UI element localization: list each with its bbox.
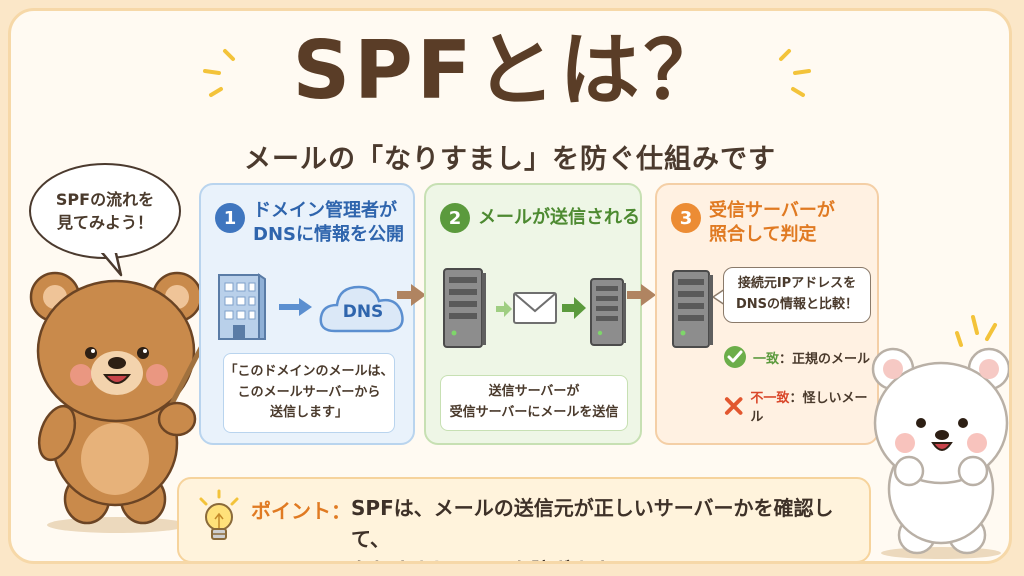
point-label: ポイント： xyxy=(251,499,351,523)
page-title: SPFとは？ xyxy=(292,24,728,117)
arrow-right-icon xyxy=(279,298,312,316)
envelope-icon xyxy=(513,292,557,324)
point-line-2: なりすましメールを防ぎます！ xyxy=(351,555,869,561)
step-1-title-line-1: ドメイン管理者が xyxy=(253,200,397,221)
point-line-1: SPFは、メールの送信元が正しいサーバーかを確認して、 xyxy=(351,496,834,551)
sparkle-right-icon xyxy=(779,49,811,97)
step-3-header: 3 受信サーバーが 照合して判定 xyxy=(671,199,835,248)
infographic-frame: SPFとは？ メールの「なりすまし」を防ぐ仕組みです SPFの流れを 見てみよう… xyxy=(8,8,1012,564)
step-1-title-line-2: DNSに情報を公開 xyxy=(253,224,404,246)
arrow-right-green-icon xyxy=(496,301,512,317)
fail-text: ：怪しいメール xyxy=(750,391,868,425)
bubble-line-2: 見てみよう！ xyxy=(56,213,153,232)
step-3-note-line-2: DNSの情報と比較！ xyxy=(735,297,859,312)
step-1-note: 「このドメインのメールは、 このメールサーバーから 送信します」 xyxy=(223,353,395,433)
step-2-title: メールが送信される xyxy=(478,207,640,228)
bear-white xyxy=(871,347,1009,559)
flow-arrow-2-icon xyxy=(627,284,656,306)
step-3-number: 3 xyxy=(671,203,701,233)
result-pass: 一致：正規のメール xyxy=(723,345,870,369)
check-icon xyxy=(724,346,746,368)
speech-bubble-tail xyxy=(97,249,123,277)
step-1-note-line-2: このメールサーバーから xyxy=(237,384,381,400)
step-1-panel: 1 ドメイン管理者が DNSに情報を公開 DNS 「このドメインのメールは、 xyxy=(199,183,415,445)
pass-text: ：正規のメール xyxy=(779,351,871,367)
point-box: ポイント： SPFは、メールの送信元が正しいサーバーかを確認して、 なりすましメ… xyxy=(177,477,871,561)
speech-bubble: SPFの流れを 見てみよう！ xyxy=(29,163,181,259)
step-1-title: ドメイン管理者が DNSに情報を公開 xyxy=(253,199,404,248)
result-fail: 不一致：怪しいメール xyxy=(723,387,877,425)
flow-arrow-1-icon xyxy=(397,284,426,306)
step-1-note-line-3: 送信します」 xyxy=(269,405,348,421)
step-3-title-line-1: 受信サーバーが xyxy=(709,200,835,221)
step-2-header: 2 メールが送信される xyxy=(440,199,640,233)
page-subtitle: メールの「なりすまし」を防ぐ仕組みです xyxy=(244,144,776,175)
server-icon-sender xyxy=(443,268,486,348)
bubble-line-1: SPFの流れを xyxy=(55,189,155,209)
step-1-number: 1 xyxy=(215,203,245,233)
building-icon xyxy=(218,273,266,340)
sparkle-left-icon xyxy=(203,49,235,97)
step-3-panel: 3 受信サーバーが 照合して判定 接続元IPアドレスを DNSの情報と比較！ 一… xyxy=(655,183,879,445)
step-2-panel: 2 メールが送信される 送信サーバーが 受信サーバーにメールを送信 xyxy=(424,183,642,445)
step-2-note-line-1: 送信サーバーが xyxy=(488,384,580,400)
point-text: SPFは、メールの送信元が正しいサーバーかを確認して、 なりすましメールを防ぎま… xyxy=(351,493,869,561)
arrow-right-green-icon-2 xyxy=(562,297,586,319)
step-2-note: 送信サーバーが 受信サーバーにメールを送信 xyxy=(440,375,628,431)
fail-label: 不一致 xyxy=(750,391,790,406)
cross-icon xyxy=(724,397,743,415)
callout-pointer xyxy=(713,289,725,305)
step-1-note-line-1: 「このドメインのメールは、 xyxy=(224,363,394,379)
step-3-note-line-1: 接続元IPアドレスを xyxy=(737,276,857,292)
pass-label: 一致 xyxy=(753,351,780,367)
server-icon-receiver xyxy=(590,278,626,346)
step-2-number: 2 xyxy=(440,203,470,233)
bear-brown xyxy=(29,271,217,533)
step-3-note: 接続元IPアドレスを DNSの情報と比較！ xyxy=(723,267,871,323)
step-1-header: 1 ドメイン管理者が DNSに情報を公開 xyxy=(215,199,404,248)
dns-cloud-icon xyxy=(319,285,404,333)
lightbulb-icon xyxy=(199,489,239,540)
dns-label: DNS xyxy=(342,302,384,322)
server-icon-judge xyxy=(672,270,713,348)
step-2-note-line-2: 受信サーバーにメールを送信 xyxy=(449,405,619,420)
step-3-title: 受信サーバーが 照合して判定 xyxy=(709,199,835,248)
sparkle-bear-icon xyxy=(955,315,997,347)
step-3-title-line-2: 照合して判定 xyxy=(709,224,817,246)
